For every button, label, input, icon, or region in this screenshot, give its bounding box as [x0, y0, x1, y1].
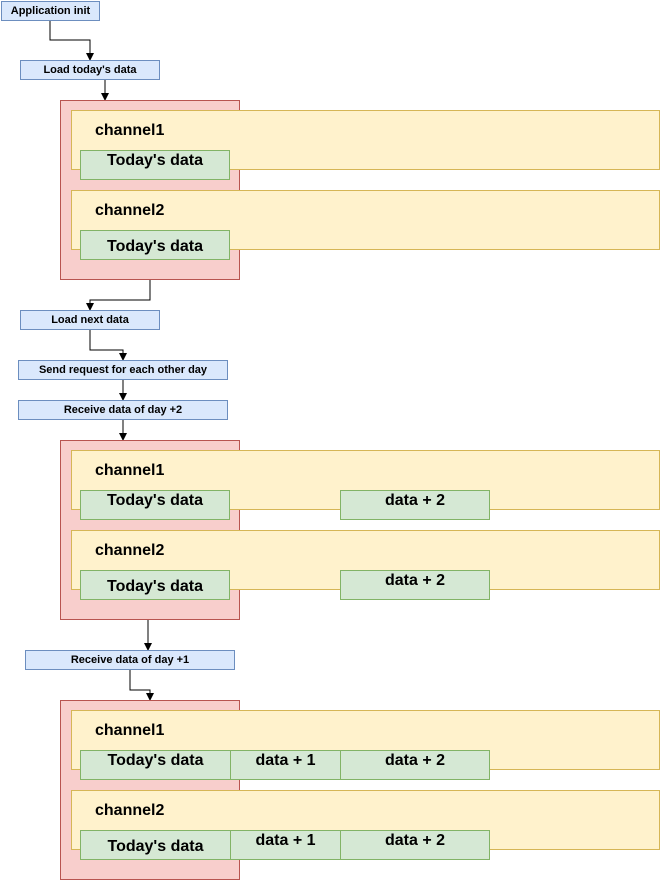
data-plus-2-block: data + 2: [340, 570, 490, 600]
step-receive-day-plus-1: Receive data of day +1: [25, 650, 235, 670]
channel-label: channel2: [95, 202, 165, 219]
data-plus-2-block: data + 2: [340, 750, 490, 780]
data-plus-1-block: data + 1: [230, 830, 341, 860]
todays-data-block: Today's data: [80, 570, 230, 600]
channel-label: channel1: [95, 462, 165, 479]
step-load-next-data: Load next data: [20, 310, 160, 330]
connector-init-to-load-today: [49, 20, 94, 61]
data-plus-2-block: data + 2: [340, 830, 490, 860]
step-load-todays-data: Load today's data: [20, 60, 160, 80]
channel-label: channel1: [95, 122, 165, 139]
todays-data-block: Today's data: [80, 150, 230, 180]
todays-data-block: Today's data: [80, 230, 230, 260]
step-receive-day-plus-2: Receive data of day +2: [18, 400, 228, 420]
data-plus-1-block: data + 1: [230, 750, 341, 780]
todays-data-block: Today's data: [80, 830, 231, 860]
channel-label: channel1: [95, 722, 165, 739]
channel-label: channel2: [95, 802, 165, 819]
connector-receive1-to-group3: [129, 670, 154, 701]
connector-load-next-to-send: [89, 330, 127, 361]
data-plus-2-block: data + 2: [340, 490, 490, 520]
step-send-request: Send request for each other day: [18, 360, 228, 380]
todays-data-block: Today's data: [80, 490, 230, 520]
step-application-init: Application init: [1, 1, 100, 21]
connector-group1-to-load-next: [86, 280, 151, 311]
channel-lane: channel2: [71, 190, 660, 250]
channel-label: channel2: [95, 542, 165, 559]
todays-data-block: Today's data: [80, 750, 231, 780]
